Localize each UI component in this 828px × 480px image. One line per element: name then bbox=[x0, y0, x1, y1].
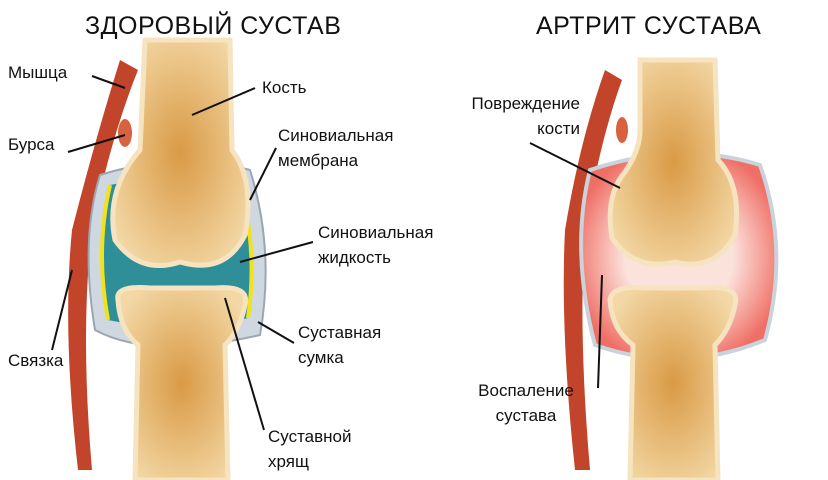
label-inflammation: Воспаление сустава bbox=[466, 378, 586, 428]
healthy-leader-lines bbox=[51, 75, 314, 431]
label-line: сустава bbox=[495, 406, 557, 425]
arthritis-leader-lines bbox=[529, 142, 621, 389]
label-synovial-membrane: Синовиальная мембрана bbox=[278, 123, 393, 173]
label-line: жидкость bbox=[318, 248, 392, 267]
label-line: Повреждение bbox=[471, 94, 580, 113]
title-arthritis-joint: АРТРИТ СУСТАВА bbox=[536, 12, 762, 40]
label-bone-damage: Повреждение кости bbox=[440, 91, 580, 141]
label-line: мембрана bbox=[278, 151, 359, 170]
title-healthy-joint: ЗДОРОВЫЙ СУСТАВ bbox=[85, 12, 342, 40]
arthritic-joint bbox=[529, 57, 779, 480]
label-line: Синовиальная bbox=[278, 126, 394, 145]
label-line: Воспаление bbox=[478, 381, 574, 400]
label-bursa: Бурса bbox=[8, 135, 55, 154]
label-line: сумка bbox=[298, 348, 344, 367]
healthy-joint bbox=[51, 37, 314, 480]
upper-bone bbox=[607, 57, 740, 267]
label-line: хрящ bbox=[268, 452, 309, 471]
upper-bone bbox=[110, 37, 251, 268]
muscle bbox=[563, 70, 622, 470]
label-line: кости bbox=[537, 119, 580, 138]
bursa bbox=[616, 117, 628, 143]
label-muscle: Мышца bbox=[8, 63, 68, 82]
label-cartilage: Суставной хрящ bbox=[268, 424, 352, 474]
label-line: Суставная bbox=[298, 323, 382, 342]
label-synovial-fluid: Синовиальная жидкость bbox=[318, 220, 433, 270]
label-line: Синовиальная bbox=[318, 223, 434, 242]
lower-bone bbox=[607, 285, 739, 480]
label-bone: Кость bbox=[262, 78, 307, 97]
lower-bone bbox=[115, 285, 249, 480]
label-line: Суставной bbox=[268, 427, 352, 446]
muscle bbox=[68, 60, 138, 470]
bursa bbox=[118, 119, 132, 147]
label-joint-capsule: Суставная сумка bbox=[298, 320, 381, 370]
label-ligament: Связка bbox=[8, 351, 64, 370]
